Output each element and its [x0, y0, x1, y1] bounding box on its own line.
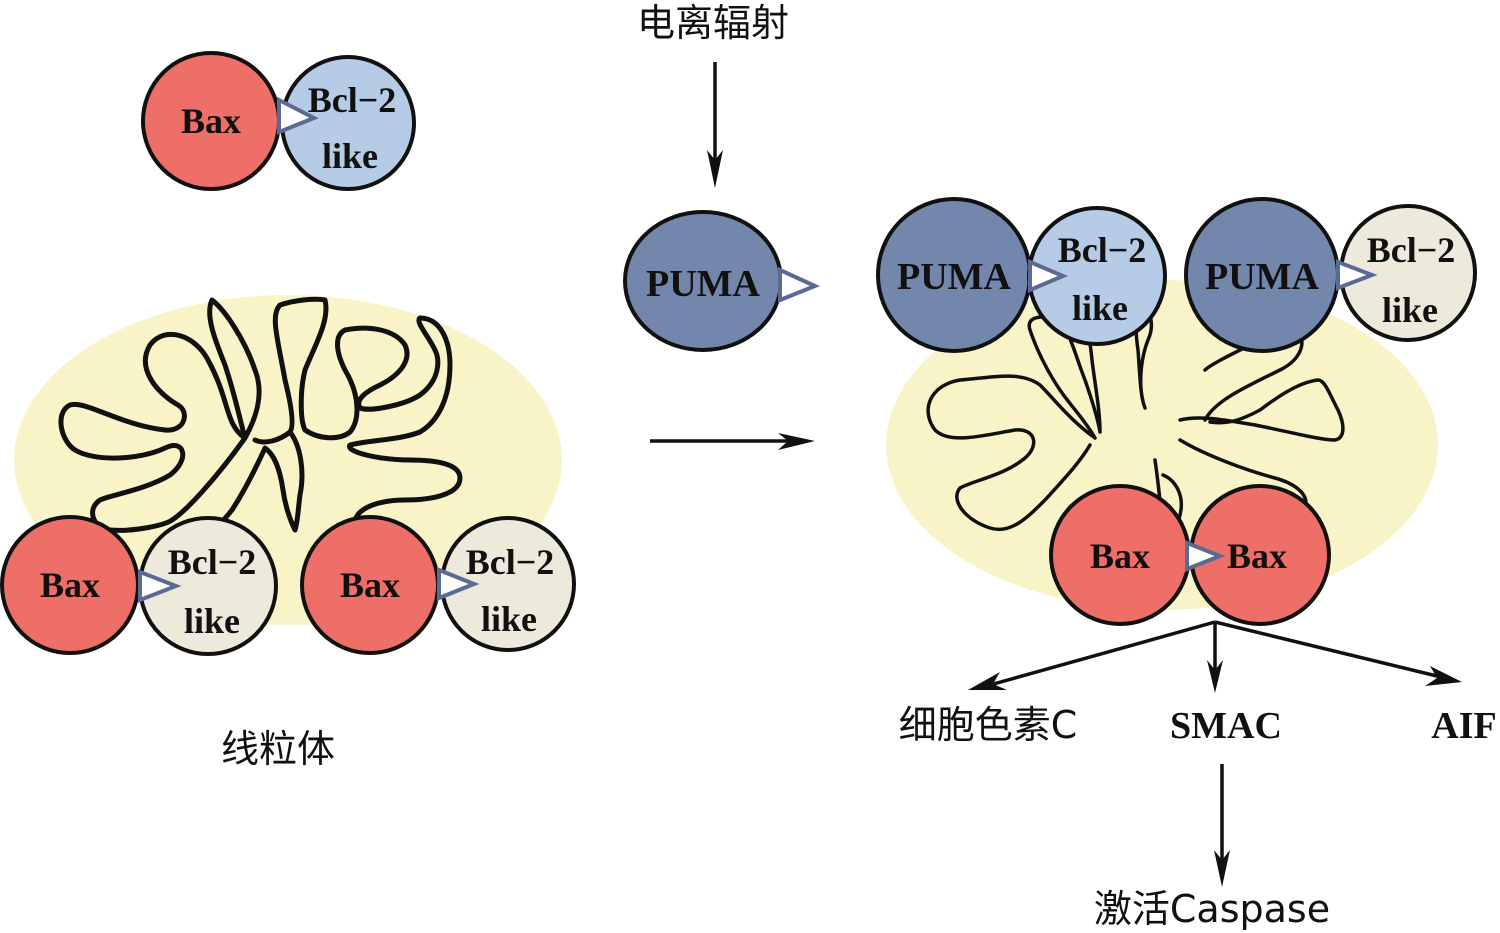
bax-label: Bax — [40, 565, 100, 605]
bcl2-label-line1: Bcl−2 — [466, 542, 555, 582]
release-arrows — [968, 620, 1462, 693]
bax-label: Bax — [181, 101, 241, 141]
ionizing-radiation-label: 电离辐射 — [637, 1, 789, 45]
binding-notch-icon — [277, 96, 319, 135]
arrow-head-icon — [778, 433, 815, 450]
puma-free: PUMA — [623, 210, 821, 352]
binding-notch-icon — [778, 266, 821, 303]
caspase-arrow — [1214, 764, 1230, 887]
binding-notch-icon — [138, 569, 182, 603]
activate-caspase-label: 激活Caspase — [1094, 887, 1330, 931]
bax-label: Bax — [1090, 536, 1150, 576]
smac-label: SMAC — [1170, 705, 1282, 747]
puma-label: PUMA — [1205, 256, 1320, 298]
cytosolic-bax-bcl2-complex: Bax Bcl−2 like — [141, 51, 416, 191]
membrane-bax-bcl2-complex-2: Bax Bcl−2 like — [300, 515, 576, 655]
bax-label: Bax — [1227, 536, 1287, 576]
binding-notch-icon — [1336, 259, 1378, 291]
bcl2-label-line2: like — [481, 599, 537, 639]
arrow-head-icon — [1425, 666, 1462, 686]
cytochrome-c-label: 细胞色素C — [899, 703, 1078, 747]
aif-label: AIF — [1431, 705, 1496, 747]
puma-bcl2-complex-2: PUMA Bcl−2 like — [1184, 197, 1477, 353]
bcl2-label-line2: like — [1072, 288, 1128, 328]
bcl2-label-line2: like — [322, 136, 378, 176]
bcl2-label-line1: Bcl−2 — [308, 80, 397, 120]
bcl2-label-line2: like — [1382, 290, 1438, 330]
bax-label: Bax — [340, 565, 400, 605]
puma-label: PUMA — [897, 256, 1012, 298]
binding-notch-icon — [437, 567, 480, 601]
radiation-arrow — [707, 62, 723, 188]
bcl2-label-line1: Bcl−2 — [168, 542, 257, 582]
arrow-head-icon — [707, 150, 723, 188]
arrow-head-icon — [1214, 850, 1230, 887]
arrow-head-icon — [968, 672, 1007, 690]
bcl2-label-line1: Bcl−2 — [1058, 230, 1147, 270]
mitochondrion-label: 线粒体 — [221, 727, 335, 771]
bax-dimer: Bax Bax — [1049, 484, 1331, 626]
binding-notch-icon — [1028, 258, 1069, 294]
transition-arrow — [650, 433, 815, 450]
membrane-bax-bcl2-complex-1: Bax Bcl−2 like — [0, 515, 278, 656]
bcl2-label-line1: Bcl−2 — [1367, 230, 1456, 270]
puma-bcl2-complex-1: PUMA Bcl−2 like — [876, 197, 1167, 353]
inner-membrane-cristae — [58, 296, 463, 543]
bcl2-label-line2: like — [184, 601, 240, 641]
binding-notch-icon — [1185, 540, 1226, 572]
arrow-head-icon — [1207, 660, 1223, 693]
puma-label: PUMA — [646, 263, 761, 305]
